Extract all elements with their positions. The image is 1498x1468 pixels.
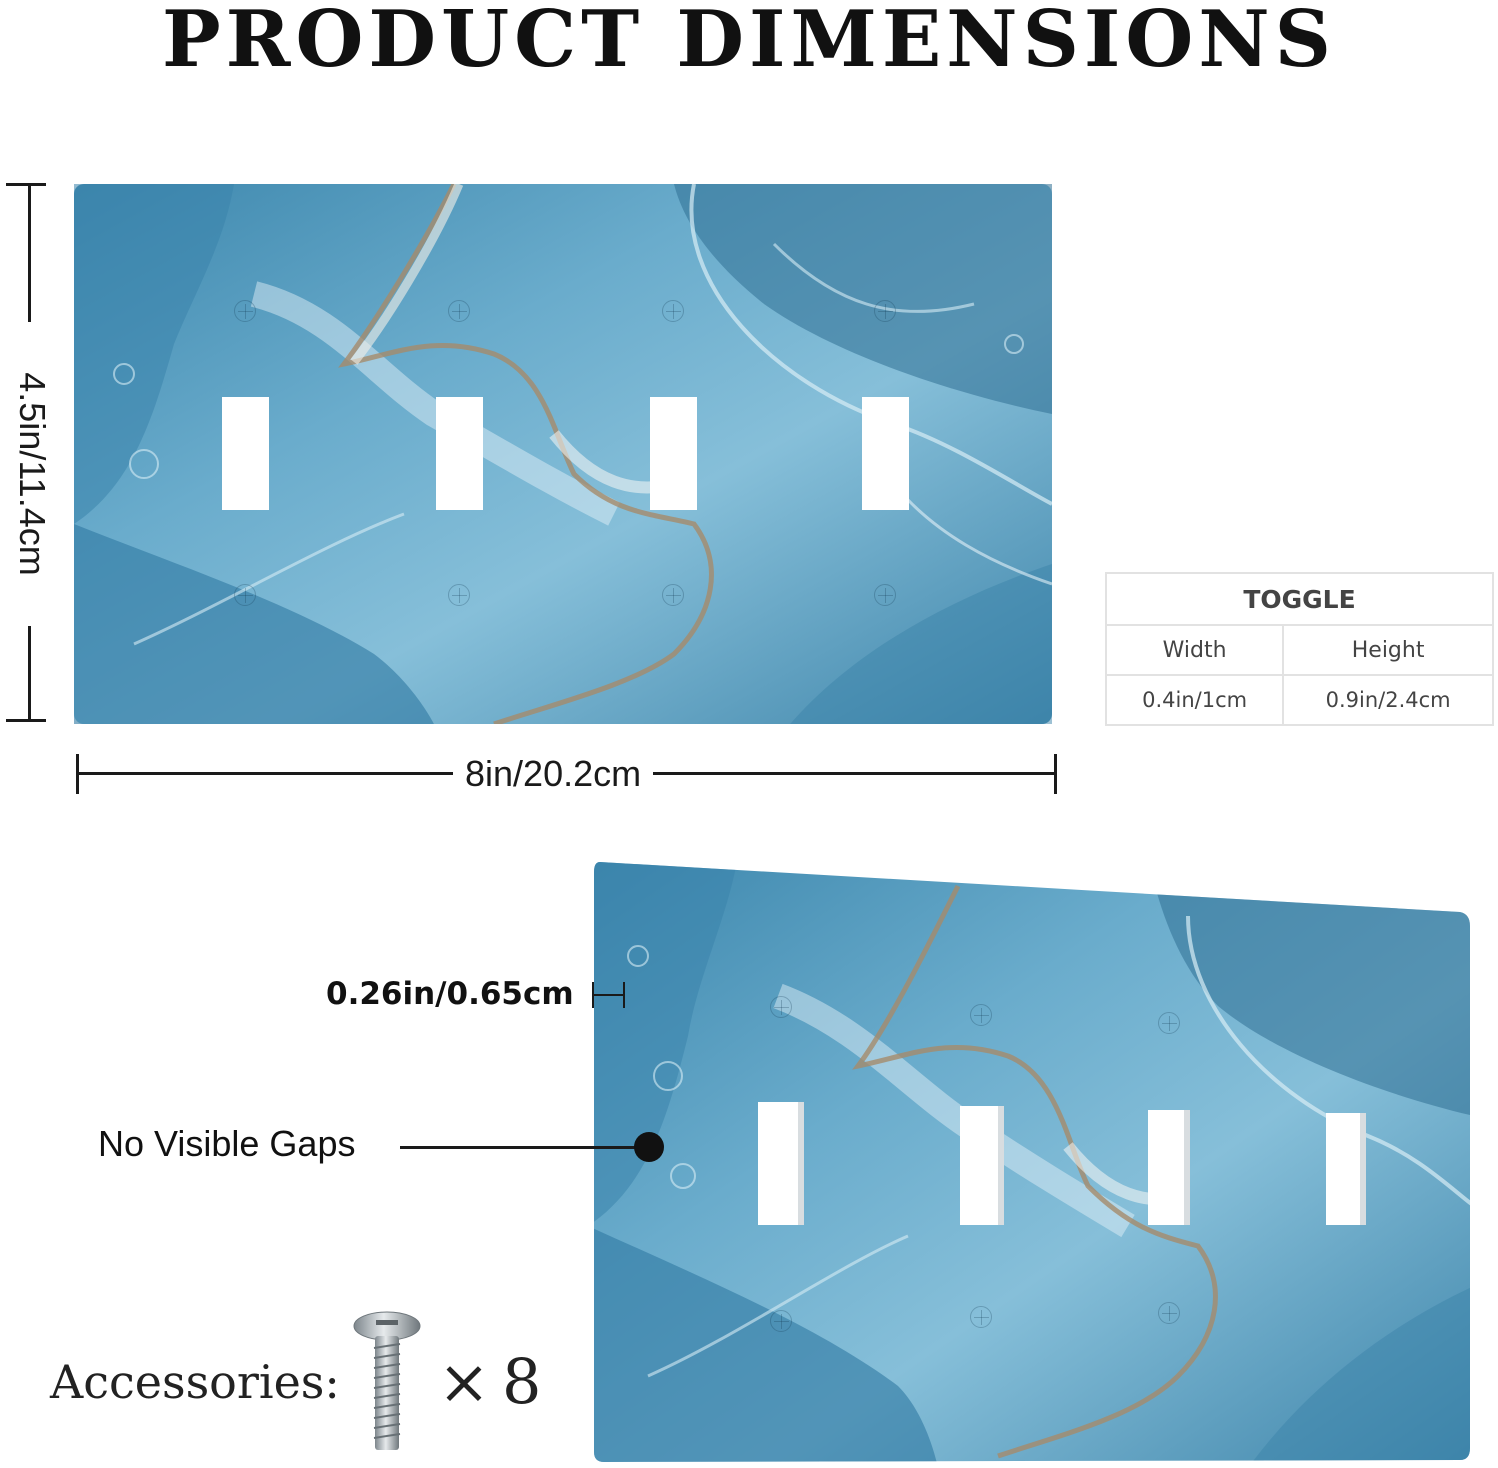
angled-toggle-slot-2 <box>960 1106 1004 1225</box>
toggle-table-title: TOGGLE <box>1105 572 1494 626</box>
front-plate <box>74 184 1052 724</box>
thickness-label: 0.26in/0.65cm <box>326 976 574 1012</box>
angled-plate <box>594 862 1470 1462</box>
screw-hole-icon <box>448 300 470 322</box>
accessories-label: Accessories: <box>50 1355 340 1409</box>
screw-hole-icon <box>874 300 896 322</box>
width-dimension-cap-left <box>76 754 79 794</box>
screw-hole-icon <box>970 1306 992 1328</box>
screw-hole-icon <box>662 300 684 322</box>
thickness-bracket-right <box>623 982 625 1008</box>
screw-icon <box>353 1311 421 1450</box>
thickness-bracket-line <box>592 994 624 996</box>
toggle-spec-table: TOGGLE Width Height 0.4in/1cm 0.9in/2.4c… <box>1104 572 1494 726</box>
toggle-slot-3 <box>650 397 697 510</box>
toggle-table-header-height: Height <box>1282 624 1494 676</box>
screw-hole-icon <box>770 996 792 1018</box>
angled-toggle-slot-1 <box>758 1102 804 1225</box>
toggle-table-header-width: Width <box>1104 624 1285 676</box>
toggle-slot-2 <box>436 397 483 510</box>
screw-hole-icon <box>662 584 684 606</box>
page-title: PRODUCT DIMENSIONS <box>162 0 1336 85</box>
width-dimension-cap-right <box>1054 754 1057 794</box>
screw-hole-icon <box>1158 1012 1180 1034</box>
screw-hole-icon <box>448 584 470 606</box>
toggle-table-value-width: 0.4in/1cm <box>1104 674 1285 726</box>
toggle-table-value-height: 0.9in/2.4cm <box>1282 674 1494 726</box>
screw-hole-icon <box>970 1004 992 1026</box>
screw-hole-icon <box>874 584 896 606</box>
angled-toggle-slot-3 <box>1148 1110 1190 1225</box>
toggle-slot-1 <box>222 397 269 510</box>
height-dimension-label: 4.5in/11.4cm <box>10 322 54 626</box>
screw-hole-icon <box>234 584 256 606</box>
width-dimension-label: 8in/20.2cm <box>453 752 654 796</box>
toggle-slot-4 <box>862 397 909 510</box>
screw-hole-icon <box>1158 1302 1180 1324</box>
no-gaps-pointer-line <box>400 1146 638 1149</box>
multiply-sign: × <box>438 1345 490 1418</box>
angled-toggle-slot-4 <box>1326 1113 1366 1225</box>
screw-hole-icon <box>770 1310 792 1332</box>
height-dimension-cap-bottom <box>6 719 46 722</box>
screw-hole-icon <box>234 300 256 322</box>
no-gaps-label: No Visible Gaps <box>98 1123 356 1164</box>
height-dimension-cap-top <box>6 183 46 186</box>
accessories-quantity: 8 <box>502 1345 542 1418</box>
no-gaps-pointer-dot <box>634 1132 664 1162</box>
